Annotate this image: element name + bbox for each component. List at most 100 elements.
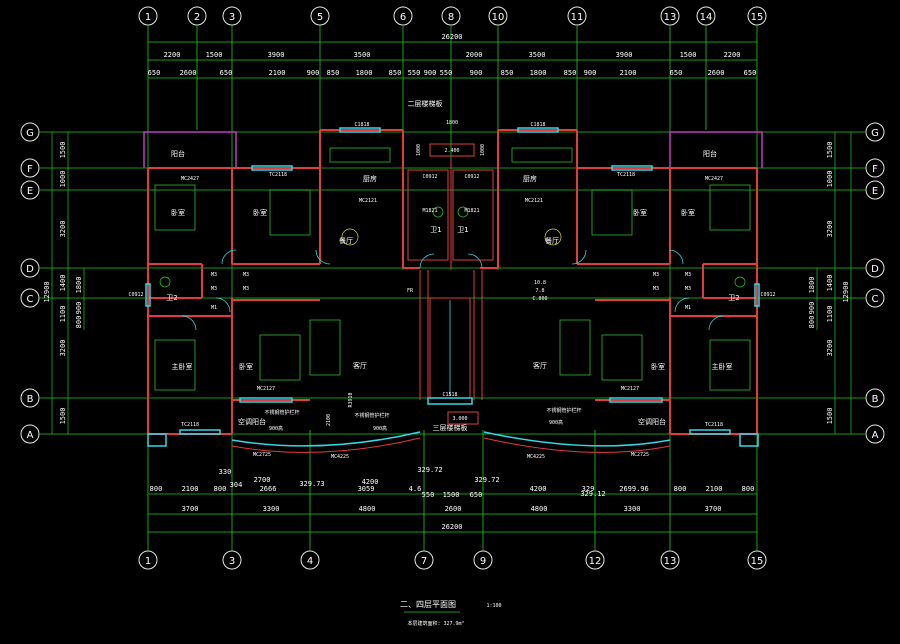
dim: 1400 bbox=[826, 275, 834, 292]
dim: 900 bbox=[584, 69, 597, 77]
room-labels: 阳台 阳台 卧室 卧室 卧室 卧室 厨房 厨房 餐厅 餐厅 卫2 卫2 主卧室 … bbox=[166, 99, 739, 432]
rail-note: 不锈钢管护栏杆 bbox=[354, 412, 389, 419]
dim: 330 bbox=[219, 468, 232, 476]
top-dimensions: 26200 2200 1500 3900 3500 2000 3500 3900… bbox=[148, 33, 757, 79]
dim-tag: R3910 bbox=[348, 392, 354, 407]
window-tag: C1818 bbox=[354, 122, 369, 128]
bottom-axis-bubbles: 1 3 4 7 9 12 13 15 bbox=[138, 550, 767, 570]
dim: 3200 bbox=[826, 221, 834, 238]
dim: 3900 bbox=[268, 51, 285, 59]
drawing-area: 本层建筑面积: 327.9m² bbox=[407, 620, 464, 627]
window-tag: C0912 bbox=[464, 174, 479, 180]
dim: 1500 bbox=[826, 142, 834, 159]
window-tag: C1518 bbox=[442, 392, 457, 398]
axis-label: 7 bbox=[421, 556, 427, 567]
dim: 800 bbox=[808, 316, 816, 329]
dim: 329.72 bbox=[417, 466, 442, 474]
room-label-dining: 餐厅 bbox=[339, 236, 353, 245]
dim-tag: 2100 bbox=[326, 414, 332, 426]
tag: FR bbox=[407, 288, 414, 294]
dim: 850 bbox=[327, 69, 340, 77]
axis-label: 11 bbox=[571, 12, 584, 23]
dim-total: 26200 bbox=[441, 523, 462, 531]
room-label-living: 客厅 bbox=[533, 361, 547, 370]
window-tag: TC2118 bbox=[269, 172, 287, 178]
drawing-scale: 1:100 bbox=[486, 603, 501, 609]
room-label-kitchen: 厨房 bbox=[363, 174, 377, 183]
dim: 12900 bbox=[43, 281, 51, 302]
dim: 900 bbox=[470, 69, 483, 77]
door-tag: M3 bbox=[653, 286, 659, 292]
dim: 1500 bbox=[680, 51, 697, 59]
dim: 1400 bbox=[59, 275, 67, 292]
door-tag: M3 bbox=[653, 272, 659, 278]
window-tag: TC2118 bbox=[181, 422, 199, 428]
dim: 650 bbox=[220, 69, 233, 77]
dim: 2100 bbox=[620, 69, 637, 77]
axis-label: 12 bbox=[589, 556, 602, 567]
room-label-kitchen: 厨房 bbox=[523, 174, 537, 183]
dim: 2000 bbox=[466, 51, 483, 59]
bottom-dimensions: 800 2100 800 2666 3059 4.6 550 1500 650 … bbox=[148, 466, 757, 533]
room-label-bedroom: 卧室 bbox=[253, 208, 267, 217]
dim: 800 bbox=[742, 485, 755, 493]
dim: 800 bbox=[214, 485, 227, 493]
dim: 550 bbox=[408, 69, 421, 77]
dim: 1800 bbox=[356, 69, 373, 77]
room-label-bedroom: 卧室 bbox=[633, 208, 647, 217]
door-tag: M1 bbox=[685, 305, 691, 311]
door-tag: MC4225 bbox=[527, 454, 545, 460]
elevation-mark: 10.8 bbox=[534, 280, 546, 286]
vertical-grid-lines bbox=[147, 26, 758, 550]
axis-label: C bbox=[872, 294, 879, 305]
room-label-bedroom: 卧室 bbox=[239, 362, 253, 371]
left-dimensions: 1500 1000 3200 1400 1100 3200 1500 12900… bbox=[43, 132, 85, 434]
axis-label: E bbox=[872, 186, 878, 197]
dim: 650 bbox=[670, 69, 683, 77]
stair-note: 二层楼梯板 bbox=[408, 99, 443, 108]
door-tag: M3 bbox=[685, 286, 691, 292]
dim: 850 bbox=[389, 69, 402, 77]
room-label-balcony: 阳台 bbox=[703, 149, 717, 158]
dim: 3700 bbox=[705, 505, 722, 513]
axis-label: 5 bbox=[317, 12, 323, 23]
door-tag: MC2725 bbox=[253, 452, 271, 458]
axis-label: C bbox=[27, 294, 34, 305]
dim: 2600 bbox=[445, 505, 462, 513]
door-tag: MC2725 bbox=[631, 452, 649, 458]
door-tag: MC2127 bbox=[621, 386, 639, 392]
elevation-mark: 3.000 bbox=[452, 416, 467, 422]
door-tag: M3 bbox=[211, 286, 217, 292]
dim: 2100 bbox=[182, 485, 199, 493]
dim: 2200 bbox=[724, 51, 741, 59]
dim: 3059 bbox=[358, 485, 375, 493]
dim: 550 bbox=[422, 491, 435, 499]
left-axis-bubbles: G F E D C B A bbox=[20, 122, 40, 444]
windows bbox=[145, 127, 760, 403]
dim: 2200 bbox=[164, 51, 181, 59]
dim: 2600 bbox=[708, 69, 725, 77]
axis-label: 4 bbox=[307, 556, 313, 567]
axis-label: E bbox=[27, 186, 33, 197]
dim: 900 bbox=[307, 69, 320, 77]
room-label-wc: 卫1 bbox=[457, 226, 468, 234]
door-tag: M1821 bbox=[422, 208, 437, 214]
room-label-bedroom: 卧室 bbox=[681, 208, 695, 217]
dim: 3500 bbox=[354, 51, 371, 59]
dim: 329 bbox=[582, 485, 595, 493]
window-tag: C0912 bbox=[760, 292, 775, 298]
dim: 1000 bbox=[59, 171, 67, 188]
dim: 3200 bbox=[59, 340, 67, 357]
dim: 2699.96 bbox=[619, 485, 649, 493]
room-label-wc: 卫2 bbox=[166, 294, 177, 302]
rail-note: 不锈钢管护栏杆 bbox=[264, 409, 299, 416]
dim: 850 bbox=[564, 69, 577, 77]
dim: 850 bbox=[501, 69, 514, 77]
dim-tag: 1800 bbox=[446, 120, 458, 126]
axis-label: 6 bbox=[400, 12, 406, 23]
dim: 650 bbox=[470, 491, 483, 499]
drawing-title-text: 二、四层平面图 bbox=[400, 600, 456, 609]
axis-label: G bbox=[26, 128, 34, 139]
dim: 650 bbox=[744, 69, 757, 77]
room-label-bedroom: 卧室 bbox=[651, 362, 665, 371]
